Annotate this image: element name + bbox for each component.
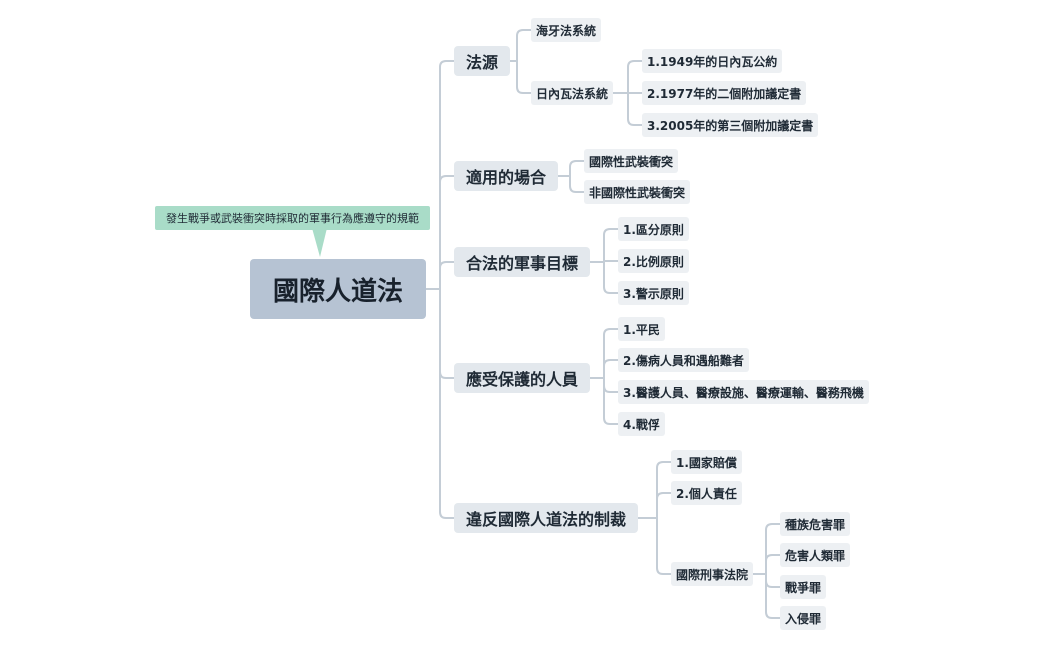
- topic-label: 3.2005年的第三個附加議定書: [647, 118, 814, 133]
- topic-individual-responsibility[interactable]: 2.個人責任: [671, 481, 742, 505]
- topic-wounded-shipwrecked[interactable]: 2.傷病人員和遇船難者: [618, 348, 749, 372]
- topic-label: 危害人類罪: [785, 548, 846, 563]
- topic-aggression[interactable]: 入侵罪: [780, 606, 827, 630]
- branch-protected-persons[interactable]: 應受保護的人員: [454, 363, 591, 393]
- branch-label: 應受保護的人員: [466, 370, 579, 389]
- branch-label: 違反國際人道法的制裁: [466, 510, 627, 529]
- branch-label: 合法的軍事目標: [466, 254, 579, 273]
- connector-line: [765, 573, 781, 619]
- connector-line: [603, 228, 619, 263]
- root-note-text: 發生戰爭或武裝衝突時採取的軍事行為應遵守的規範: [166, 212, 419, 225]
- topic-label: 1.平民: [623, 322, 660, 337]
- topic-geneva-law[interactable]: 日內瓦法系統: [531, 81, 614, 105]
- topic-label: 2.1977年的二個附加議定書: [647, 86, 802, 101]
- topic-label: 國際刑事法院: [676, 567, 749, 582]
- branch-legal-sources[interactable]: 法源: [454, 46, 511, 76]
- branch-label: 法源: [466, 53, 499, 72]
- connector-line: [627, 60, 643, 94]
- topic-civilians[interactable]: 1.平民: [618, 317, 665, 341]
- connector-line: [439, 60, 455, 290]
- connector-line: [603, 261, 619, 294]
- topic-label: 種族危害罪: [785, 517, 846, 532]
- topic-label: 3.警示原則: [623, 286, 684, 301]
- connector-line: [765, 554, 781, 575]
- connector-line: [439, 175, 455, 290]
- connector-line: [516, 60, 532, 94]
- topic-label: 1.區分原則: [623, 222, 684, 237]
- topic-protocols-1977[interactable]: 2.1977年的二個附加議定書: [642, 81, 807, 105]
- topic-genocide[interactable]: 種族危害罪: [780, 512, 851, 536]
- topic-medical[interactable]: 3.醫護人員、醫療設施、醫療運輸、醫務飛機: [618, 380, 869, 404]
- connector-line: [439, 261, 455, 290]
- connector-line: [656, 517, 672, 575]
- topic-label: 4.戰俘: [623, 417, 660, 432]
- topic-label: 戰爭罪: [785, 580, 822, 595]
- root-topic-label: 國際人道法: [272, 276, 403, 307]
- topic-label: 日內瓦法系統: [536, 86, 609, 101]
- connector-line: [439, 288, 455, 519]
- topic-crimes-against-humanity[interactable]: 危害人類罪: [780, 543, 851, 567]
- topic-war-crimes[interactable]: 戰爭罪: [780, 575, 827, 599]
- root-note-callout[interactable]: 發生戰爭或武裝衝突時採取的軍事行為應遵守的規範: [155, 206, 430, 230]
- topic-hague-law[interactable]: 海牙法系統: [531, 18, 602, 42]
- topic-label: 1.1949年的日內瓦公約: [647, 54, 778, 69]
- connector-line: [569, 175, 585, 193]
- topic-label: 3.醫護人員、醫療設施、醫療運輸、醫務飛機: [623, 385, 864, 400]
- topic-label: 1.國家賠償: [676, 455, 737, 470]
- topic-proportionality[interactable]: 2.比例原則: [618, 249, 689, 273]
- connector-line: [516, 29, 532, 62]
- topic-label: 2.傷病人員和遇船難者: [623, 353, 744, 368]
- connector-line: [656, 461, 672, 519]
- root-topic[interactable]: 國際人道法: [250, 259, 426, 319]
- topic-precaution[interactable]: 3.警示原則: [618, 281, 689, 305]
- topic-icc[interactable]: 國際刑事法院: [671, 562, 754, 586]
- connector-line: [603, 377, 619, 425]
- topic-label: 2.比例原則: [623, 254, 684, 269]
- topic-geneva-1949[interactable]: 1.1949年的日內瓦公約: [642, 49, 783, 73]
- topic-non-international-conflict[interactable]: 非國際性武裝衝突: [584, 180, 691, 204]
- topic-protocol-2005[interactable]: 3.2005年的第三個附加議定書: [642, 113, 819, 137]
- connector-line: [656, 492, 672, 519]
- connector-line: [603, 359, 619, 379]
- topic-label: 2.個人責任: [676, 486, 737, 501]
- branch-label: 適用的場合: [466, 168, 547, 187]
- connector-line: [569, 160, 585, 177]
- branch-sanctions[interactable]: 違反國際人道法的制裁: [454, 503, 639, 533]
- connector-line: [603, 328, 619, 379]
- branch-applicability[interactable]: 適用的場合: [454, 161, 559, 191]
- topic-label: 海牙法系統: [536, 23, 597, 38]
- branch-military-targets[interactable]: 合法的軍事目標: [454, 247, 591, 277]
- connector-line: [627, 92, 643, 126]
- connector-line: [765, 523, 781, 575]
- topic-state-compensation[interactable]: 1.國家賠償: [671, 450, 742, 474]
- topic-prisoners-of-war[interactable]: 4.戰俘: [618, 412, 665, 436]
- topic-international-conflict[interactable]: 國際性武裝衝突: [584, 149, 679, 173]
- topic-label: 入侵罪: [785, 611, 822, 626]
- topic-distinction[interactable]: 1.區分原則: [618, 217, 689, 241]
- topic-label: 非國際性武裝衝突: [589, 185, 686, 200]
- topic-label: 國際性武裝衝突: [589, 154, 674, 169]
